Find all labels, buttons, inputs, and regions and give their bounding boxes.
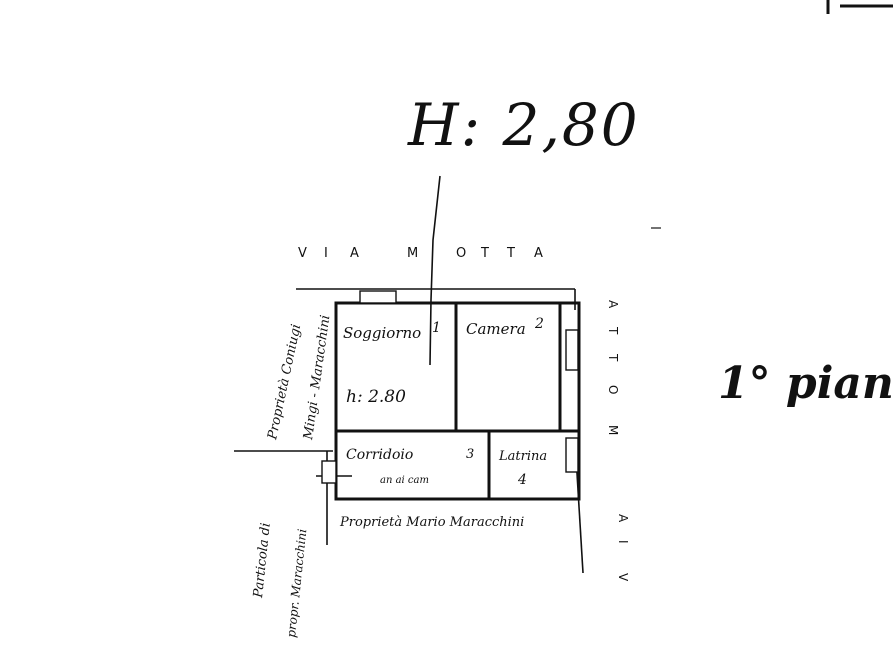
street-right-letter: T bbox=[606, 326, 620, 335]
street-right-letter: T bbox=[606, 353, 620, 362]
street-right-letter: M bbox=[606, 425, 620, 435]
street-right-letter: A bbox=[606, 300, 620, 309]
street-top-letter: M bbox=[407, 246, 418, 261]
street-top-letter: V bbox=[298, 246, 307, 261]
window-right-lower bbox=[565, 437, 579, 473]
street-top-letter: I bbox=[324, 246, 328, 261]
room-name: Latrina bbox=[498, 449, 547, 464]
room-soggiorno: Soggiorno 1 h: 2.80 bbox=[343, 320, 441, 407]
street-top-letter: T bbox=[506, 246, 515, 261]
neighbor-lower-line2: propr. Maracchini bbox=[284, 528, 309, 638]
room-corridoio: Corridoio 3 an ai cam bbox=[346, 447, 474, 486]
window-right-upper bbox=[565, 329, 579, 371]
street-top-letter: A bbox=[350, 246, 359, 261]
neighbor-upper-line1: Proprietà Coniugi bbox=[265, 323, 304, 442]
neighbor-lower-line1: Particola di bbox=[251, 522, 274, 599]
room-number: 2 bbox=[534, 316, 544, 332]
corner-marks bbox=[651, 0, 893, 229]
apartment-walls bbox=[334, 301, 581, 501]
street-right-letter: V bbox=[616, 573, 630, 582]
room-name: Corridoio bbox=[346, 447, 413, 463]
room-number: 4 bbox=[517, 472, 527, 488]
height-annotation: H: 2,80 bbox=[407, 91, 640, 159]
neighbor-bottom: Proprietà Mario Maracchini bbox=[339, 515, 524, 530]
windows bbox=[316, 290, 579, 484]
neighbor-upper-line2: Mingi - Maracchini bbox=[301, 314, 333, 441]
floor-label: 1° pian bbox=[718, 358, 893, 409]
annotation-leader-line bbox=[429, 175, 441, 366]
room-camera: Camera 2 bbox=[466, 316, 544, 338]
street-top-letter: A bbox=[534, 246, 543, 261]
window-left bbox=[321, 460, 337, 484]
room-note: an ai cam bbox=[380, 475, 429, 486]
room-number: 1 bbox=[432, 320, 441, 336]
window-top bbox=[359, 290, 397, 304]
room-name: Camera bbox=[466, 320, 526, 338]
street-right-letter: A bbox=[616, 514, 630, 523]
street-right-letter: O bbox=[606, 385, 620, 394]
street-top-letter: T bbox=[480, 246, 489, 261]
room-latrina: Latrina 4 bbox=[498, 449, 547, 488]
street-right-letter: I bbox=[616, 540, 630, 544]
street-top-letter: O bbox=[456, 246, 466, 261]
room-height: h: 2.80 bbox=[346, 387, 406, 407]
room-name: Soggiorno bbox=[343, 324, 421, 342]
room-number: 3 bbox=[466, 447, 474, 462]
street-label-top: V I A M O T T A bbox=[298, 246, 543, 261]
street-label-right: A T T O M A I V bbox=[606, 300, 630, 582]
